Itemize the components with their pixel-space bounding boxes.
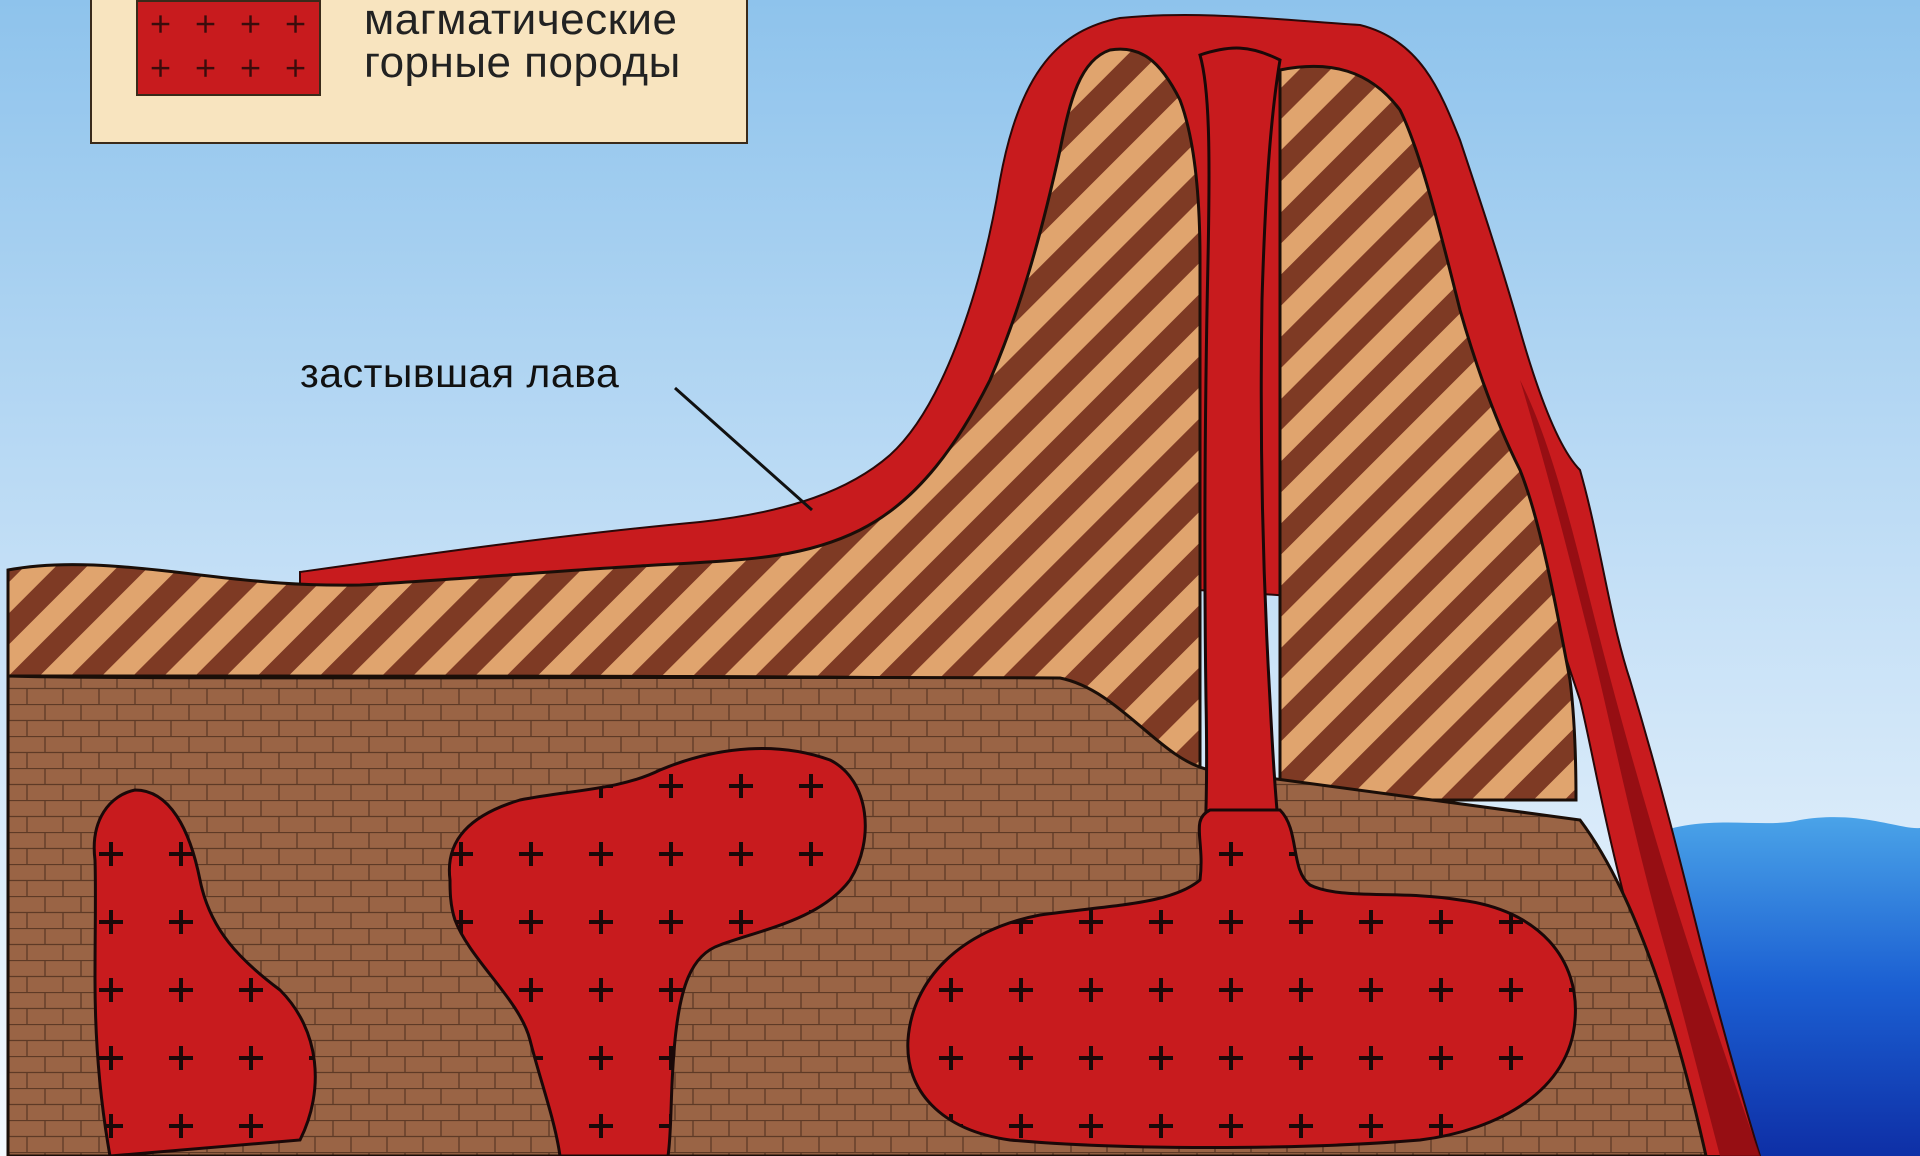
legend-swatch-igneous xyxy=(136,0,321,96)
legend-label: магматические горные породы xyxy=(364,0,734,84)
solidified-lava-label: застывшая лава xyxy=(300,350,619,397)
legend-label-line1: магматические xyxy=(364,0,734,41)
legend-label-line2: горные породы xyxy=(364,41,734,84)
legend: магматические горные породы xyxy=(90,0,748,144)
